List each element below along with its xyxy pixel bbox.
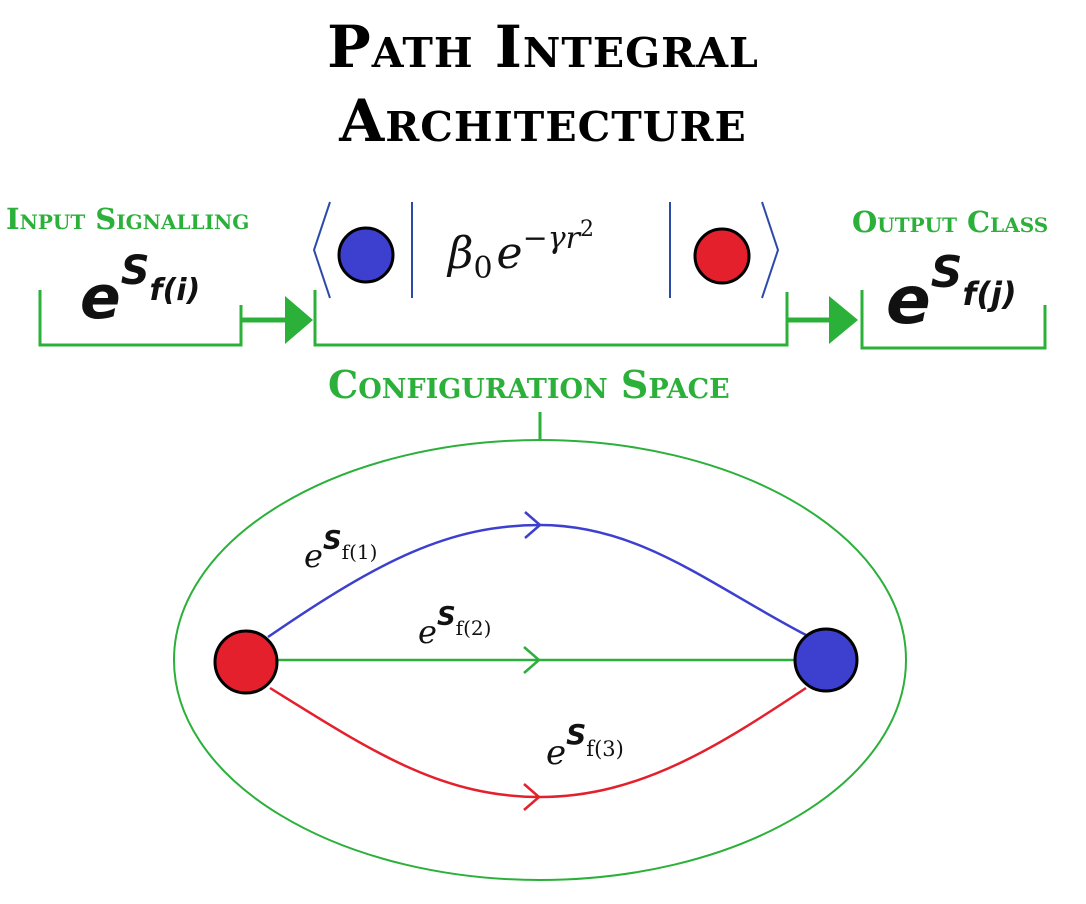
end-blue-node — [793, 627, 859, 693]
output-formula-sub: f(j) — [962, 275, 1017, 313]
input-bracket — [38, 290, 243, 347]
input-formula-exp: S — [120, 248, 150, 294]
output-bracket — [860, 290, 1047, 350]
output-formula: eSf(j) — [886, 251, 1017, 334]
kernel-exponent-power: 2 — [580, 217, 594, 242]
path-3-label-exp: S — [566, 718, 587, 751]
path-1-label-exp: S — [322, 526, 342, 556]
path-3-curve — [269, 686, 807, 799]
kernel-coefficient: β — [448, 228, 474, 279]
path-3-arrowhead — [523, 783, 541, 811]
path-2-label: eSf(2) — [418, 604, 492, 651]
arrow-input-to-kernel-head — [285, 296, 313, 344]
arrow-kernel-to-output-head — [829, 296, 858, 344]
path-2-label-base: e — [418, 613, 437, 651]
input-formula: eSf(i) — [80, 251, 201, 328]
kernel-coefficient-sub: 0 — [473, 251, 493, 286]
kernel-bracket — [313, 290, 789, 347]
output-formula-base: e — [886, 262, 931, 339]
ket-right-angle — [761, 201, 780, 299]
kernel-formula: β0e−γr2 — [448, 219, 594, 284]
kernel-exponent: −γr2 — [522, 219, 594, 256]
input-formula-base: e — [80, 263, 121, 333]
title-line-2: Architecture — [339, 87, 747, 155]
path-1-label-base: e — [304, 537, 323, 575]
path-1-label: eSf(1) — [304, 528, 378, 575]
configuration-space-ellipse — [173, 439, 907, 881]
kernel-base: e — [496, 228, 523, 279]
path-1-arrowhead — [524, 511, 542, 539]
path-3-label: eSf(3) — [546, 721, 624, 773]
path-2-arrowhead — [523, 646, 541, 674]
path-2-label-exp: S — [436, 602, 456, 632]
path-3-label-sub: f(3) — [586, 737, 624, 761]
path-2-label-sub: f(2) — [455, 616, 492, 640]
configuration-space-label: Configuration Space — [328, 362, 730, 407]
bra-left-angle — [312, 201, 331, 299]
path-1-label-sub: f(1) — [341, 540, 378, 564]
start-red-node — [213, 629, 279, 695]
title-line-1: Path Integral — [327, 13, 759, 81]
kernel-exponent-text: −γr — [522, 221, 580, 256]
input-formula-sub: f(i) — [149, 273, 201, 308]
ket-red-node — [693, 227, 751, 285]
path-3-label-base: e — [546, 733, 567, 773]
output-formula-exp: S — [930, 247, 963, 298]
output-class-label: Output Class — [852, 205, 1049, 239]
bra-blue-node — [337, 226, 395, 284]
input-signalling-label: Input Signalling — [6, 202, 250, 236]
